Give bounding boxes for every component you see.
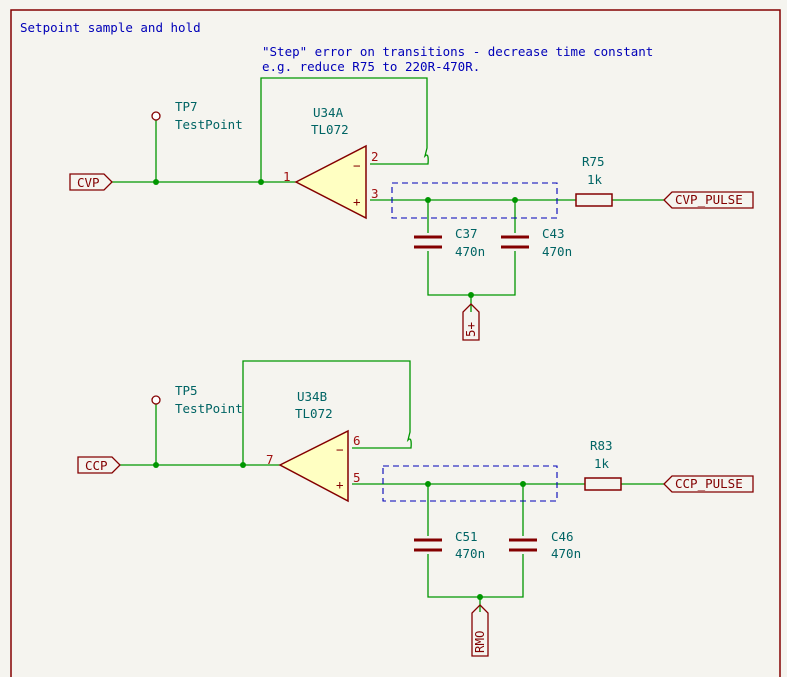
sheet-title: Setpoint sample and hold <box>20 20 201 35</box>
svg-text:5+: 5+ <box>463 322 478 337</box>
u34a-pin-inv: 2 <box>371 149 379 164</box>
u34b-pin-inv: 6 <box>353 433 361 448</box>
note-line-2: e.g. reduce R75 to 220R-470R. <box>262 59 480 74</box>
bottom-circuit: CCP TP5 TestPoint U34B TL072 7 6 5 − + R… <box>77 360 754 657</box>
svg-text:CCP_PULSE: CCP_PULSE <box>675 476 743 491</box>
tp7-ref: TP7 <box>175 99 198 114</box>
u34b-plus: + <box>336 477 344 492</box>
top-circuit: CVP TP7 TestPoint U34A TL072 1 2 3 − + R… <box>69 77 754 341</box>
u34b-ref: U34B <box>297 389 327 404</box>
top-resistor-r75: R75 1k <box>575 154 613 207</box>
bottom-dashed-box <box>382 465 558 502</box>
bottom-power-label-rmo[interactable]: RMO <box>471 604 489 657</box>
sheet-frame <box>10 9 781 677</box>
note-line-1: "Step" error on transitions - decrease t… <box>262 44 653 59</box>
r75-value: 1k <box>587 172 603 187</box>
u34b-minus: − <box>336 442 344 457</box>
tp5-value: TestPoint <box>175 401 243 416</box>
u34b-value: TL072 <box>295 406 333 421</box>
u34a-ref: U34A <box>313 105 344 120</box>
top-input-label-cvp[interactable]: CVP <box>69 173 113 191</box>
bottom-cap-c46: C46 470n <box>509 529 581 561</box>
bottom-junctions <box>153 462 526 600</box>
u34a-pin-noninv: 3 <box>371 186 379 201</box>
svg-text:CVP: CVP <box>77 175 100 190</box>
top-junctions <box>153 179 518 298</box>
bottom-opamp-u34b: U34B TL072 7 6 5 − + <box>266 389 361 503</box>
c46-ref: C46 <box>551 529 574 544</box>
c51-ref: C51 <box>455 529 478 544</box>
svg-text:RMO: RMO <box>472 630 487 653</box>
top-opamp-u34a: U34A TL072 1 2 3 − + <box>283 105 379 220</box>
top-wires <box>112 77 664 312</box>
r83-value: 1k <box>594 456 610 471</box>
top-output-label-cvp-pulse[interactable]: CVP_PULSE <box>663 191 754 209</box>
u34b-pin-noninv: 5 <box>353 470 361 485</box>
bottom-input-label-ccp[interactable]: CCP <box>77 456 121 474</box>
r75-ref: R75 <box>582 154 605 169</box>
c46-value: 470n <box>551 546 581 561</box>
c43-value: 470n <box>542 244 572 259</box>
bottom-testpoint-tp5: TP5 TestPoint <box>151 383 243 416</box>
svg-text:CVP_PULSE: CVP_PULSE <box>675 192 743 207</box>
r83-ref: R83 <box>590 438 613 453</box>
bottom-cap-c51: C51 470n <box>414 529 485 561</box>
u34a-plus: + <box>353 194 361 209</box>
u34b-pin-out: 7 <box>266 452 274 467</box>
u34a-value: TL072 <box>311 122 349 137</box>
svg-text:CCP: CCP <box>85 458 108 473</box>
c37-ref: C37 <box>455 226 478 241</box>
bottom-wires <box>120 360 664 612</box>
c37-value: 470n <box>455 244 485 259</box>
u34a-pin-out: 1 <box>283 169 291 184</box>
bottom-resistor-r83: R83 1k <box>584 438 622 491</box>
c51-value: 470n <box>455 546 485 561</box>
bottom-output-label-ccp-pulse[interactable]: CCP_PULSE <box>663 475 754 493</box>
top-dashed-box <box>391 182 558 219</box>
c43-ref: C43 <box>542 226 565 241</box>
tp7-value: TestPoint <box>175 117 243 132</box>
top-power-label-5v[interactable]: 5+ <box>462 303 480 341</box>
top-cap-c37: C37 470n <box>414 226 485 259</box>
top-cap-c43: C43 470n <box>501 226 572 259</box>
tp5-ref: TP5 <box>175 383 198 398</box>
u34a-minus: − <box>353 158 361 173</box>
top-testpoint-tp7: TP7 TestPoint <box>151 99 243 132</box>
